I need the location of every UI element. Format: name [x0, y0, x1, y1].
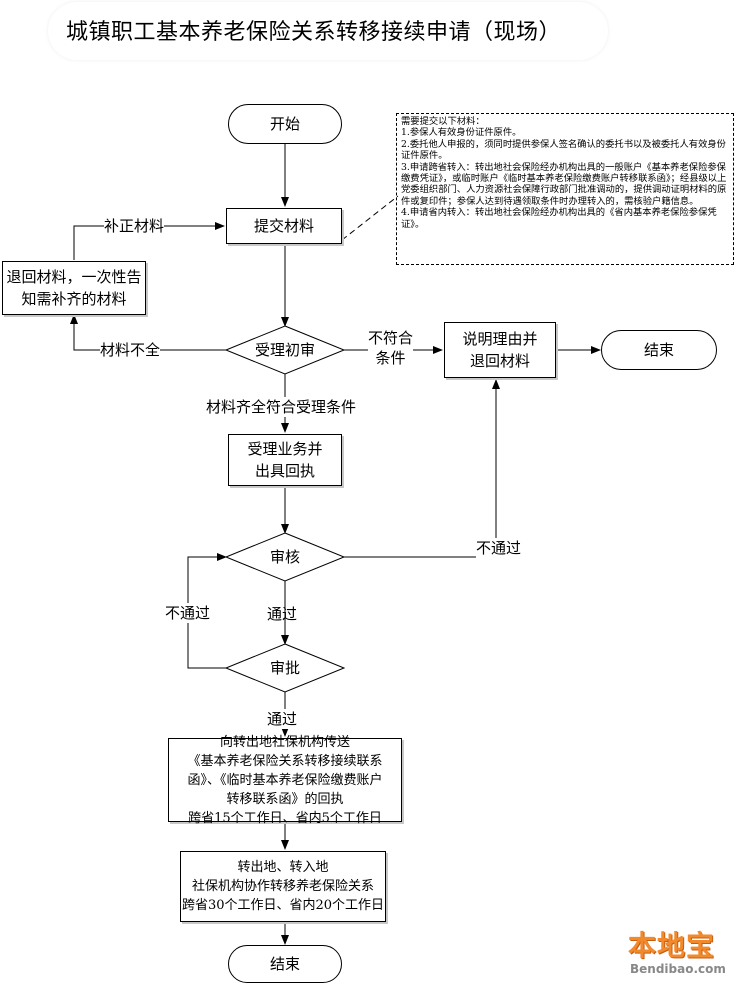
- edge-label-audit-fail-left: 不通过: [165, 603, 211, 623]
- not-qualified-line-2: 条件: [375, 349, 406, 367]
- end-terminal-right: 结束: [601, 330, 717, 370]
- send-line-2: 《基本养老保险关系转移接续联系: [187, 753, 383, 769]
- end-terminal-bottom: 结束: [228, 945, 342, 983]
- watermark-logo-text: 本地宝: [628, 929, 716, 962]
- required-materials-note: 需要提交以下材料： 1.参保人有效身份证件原件。 2.委托他人申报的，须同时提供…: [396, 113, 734, 265]
- send-line-5: 跨省15个工作日、省内5个工作日: [188, 810, 382, 826]
- edge-label-audit-fail-right: 不通过: [476, 538, 522, 558]
- title-banner: [48, 2, 608, 60]
- decision-initial-review: [224, 325, 346, 375]
- end-right-label: 结束: [643, 341, 674, 359]
- explain-return-line-2: 退回材料: [469, 352, 530, 370]
- submit-materials-box: 提交材料: [226, 208, 342, 244]
- explain-return-box: 说明理由并 退回材料: [444, 322, 556, 378]
- edge-audit-explain: [344, 379, 500, 558]
- edge-return-submit: [73, 222, 225, 260]
- explain-return-line-1: 说明理由并: [462, 330, 538, 348]
- not-qualified-line-1: 不符合: [368, 329, 414, 347]
- decision-approve: [224, 643, 346, 693]
- send-line-4: 转移联系函》的回执: [226, 791, 344, 807]
- note-line: 需要提交以下材料：: [401, 116, 485, 127]
- edge-label-correct-materials: 补正材料: [104, 216, 165, 236]
- start-label: 开始: [269, 115, 300, 133]
- transfer-line-2: 社保机构协作转移养老保险关系: [191, 879, 374, 894]
- note-line: 2.委托他人申报的，须同时提供参保人签名确认的委托书以及被委托人有效身份证件原件…: [401, 138, 726, 162]
- edge-label-approve-pass: 通过: [267, 709, 298, 729]
- note-line: 1.参保人有效身份证件原件。: [401, 127, 522, 139]
- edge-label-complete-qualified: 材料齐全符合受理条件: [206, 397, 357, 417]
- return-materials-line-1: 退回材料，一次性告: [6, 268, 142, 286]
- approve-label: 审批: [269, 659, 300, 677]
- accept-business-line-2: 出具回执: [254, 462, 315, 480]
- edge-label-incomplete: 材料不全: [100, 340, 161, 360]
- send-receipt-box: 向转出地社保机构传送 《基本养老保险关系转移接续联系 函》、《临时基本养老保险缴…: [168, 735, 402, 826]
- accept-business-line-1: 受理业务并: [247, 440, 323, 458]
- transfer-line-1: 转出地、转入地: [237, 860, 329, 875]
- submit-materials-label: 提交材料: [253, 217, 314, 235]
- page-title: 城镇职工基本养老保险关系转移接续申请（现场）: [66, 20, 562, 45]
- return-materials-box: 退回材料，一次性告 知需补齐的材料: [2, 261, 146, 315]
- send-line-3: 函》、《临时基本养老保险缴费账户: [187, 772, 383, 788]
- note-line: 3.申请跨省转入：转出地社会保险经办机构出具的一般账户《基本养老保险参保缴费凭证…: [401, 161, 727, 207]
- initial-review-label: 受理初审: [254, 341, 315, 359]
- edge-label-not-qualified: 不符合 条件: [368, 328, 414, 368]
- edge-review-return: [70, 314, 226, 351]
- note-line: 4.申请省内转入：转出地社会保险经办机构出具的《省内基本养老保险参保凭证》。: [401, 207, 717, 230]
- watermark-url: Bendibao.com: [630, 962, 726, 976]
- audit-label: 审核: [269, 548, 300, 566]
- transfer-line-3: 跨省30个工作日、省内20个工作日: [181, 898, 385, 913]
- decision-audit: [224, 532, 346, 582]
- edge-label-audit-pass: 通过: [267, 605, 298, 623]
- transfer-box: 转出地、转入地 社保机构协作转移养老保险关系 跨省30个工作日、省内20个工作日: [180, 851, 386, 922]
- accept-business-box: 受理业务并 出具回执: [228, 434, 342, 486]
- bendibao-watermark: 本地宝 Bendibao.com: [604, 924, 734, 980]
- send-line-1: 向转出地社保机构传送: [219, 734, 350, 750]
- start-terminal: 开始: [228, 104, 342, 144]
- return-materials-line-2: 知需补齐的材料: [21, 290, 127, 308]
- end-bottom-label: 结束: [269, 955, 300, 973]
- note-connector: [341, 195, 399, 241]
